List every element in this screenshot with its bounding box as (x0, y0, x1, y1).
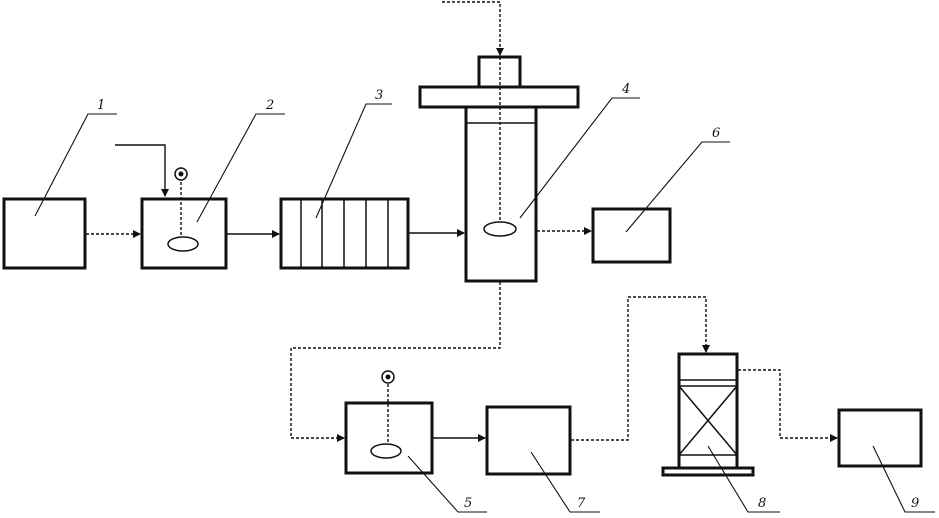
label-2: 2 (265, 98, 274, 113)
unit-4-impeller-icon (483, 221, 517, 237)
leader-3 (315, 103, 392, 219)
unit-6-box (591, 207, 672, 264)
label-5: 5 (464, 496, 472, 511)
label-4: 4 (621, 82, 630, 97)
leader-5 (407, 455, 487, 513)
feed-into-4 (442, 1, 504, 56)
unit-8-packing-cross (678, 385, 738, 456)
leader-6 (625, 141, 730, 233)
unit-5-motor-icon (381, 370, 395, 384)
unit-7-box (485, 405, 572, 476)
unit-9-box (837, 408, 923, 468)
unit-5-tank (344, 401, 434, 475)
leader-9 (872, 445, 935, 513)
unit-8-column (677, 352, 739, 470)
label-7: 7 (577, 496, 586, 511)
label-3: 3 (375, 88, 383, 103)
unit-4-flange (418, 85, 580, 109)
unit-5-motor-hub-icon (385, 374, 391, 380)
unit-2-impeller-icon (167, 236, 199, 252)
unit-4-column (464, 105, 538, 283)
flow-7-to-8 (571, 296, 710, 441)
label-6: 6 (712, 126, 720, 141)
leader-4 (519, 97, 640, 219)
unit-2-tank (140, 197, 228, 270)
label-9: 9 (911, 496, 919, 511)
unit-2-motor-icon (174, 167, 188, 181)
leader-1 (34, 113, 117, 217)
leader-7 (530, 451, 600, 513)
unit-1-box (2, 197, 87, 270)
feed-into-2 (115, 144, 169, 197)
label-1: 1 (97, 98, 105, 113)
unit-2-motor-hub-icon (178, 171, 184, 177)
unit-5-impeller-icon (370, 443, 402, 459)
flow-4-to-5 (290, 282, 501, 442)
leader-2 (196, 113, 285, 223)
unit-8-base (661, 466, 755, 477)
flow-8-to-9 (738, 369, 838, 442)
label-8: 8 (758, 496, 766, 511)
leader-8 (707, 445, 780, 513)
